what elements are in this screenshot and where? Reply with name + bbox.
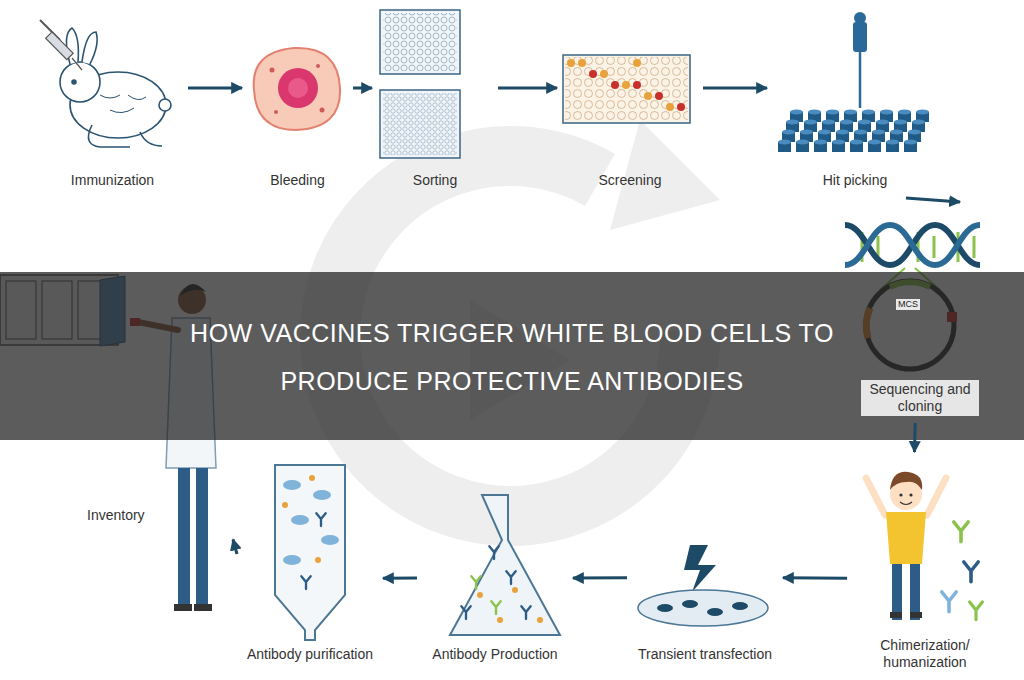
flow-arrow (233, 540, 237, 555)
label-group: Bleeding (245, 172, 350, 189)
process-step: Hit picking (770, 5, 940, 195)
picker-needle (853, 12, 867, 108)
step-label: Antibody purification (247, 646, 373, 663)
dna-helix (845, 225, 980, 265)
flow-arrow (353, 86, 372, 89)
process-step: Screening (560, 15, 700, 195)
syringe (40, 20, 82, 70)
flow-arrow (913, 423, 917, 452)
step-label: Screening (598, 172, 661, 189)
tube-array (778, 110, 929, 153)
step-label: Inventory (87, 507, 145, 524)
label-group: Inventory (87, 507, 145, 524)
child-figure (866, 472, 982, 620)
flow-arrow (783, 576, 847, 579)
flow-arrow (498, 86, 557, 89)
step-label: Sorting (413, 172, 457, 189)
process-step: Sorting (375, 5, 495, 195)
rabbit (60, 28, 171, 147)
step-label: Hit picking (823, 172, 888, 189)
process-step: Bleeding (245, 15, 350, 195)
process-step: Transient transfection (630, 530, 780, 675)
label-group: Antibody purification (240, 646, 380, 663)
screening-plate (563, 55, 690, 123)
flow-arrow (188, 86, 242, 89)
label-group: Sorting (375, 172, 495, 189)
label-group: Chimerization/ humanization (850, 637, 1000, 671)
label-group: Screening (560, 172, 700, 189)
culture-dish (638, 545, 768, 626)
title-band (0, 272, 1024, 440)
process-step: Antibody purification (240, 455, 380, 675)
step-label: Chimerization/ humanization (865, 637, 985, 671)
sorting-plates (380, 10, 460, 158)
process-step: Sequencing and cloning (840, 205, 1000, 420)
flask (450, 495, 560, 635)
part-label: MCS (896, 299, 920, 310)
label-group: Sequencing and cloning (840, 380, 1000, 416)
process-step: Immunization (40, 15, 185, 195)
banner-title: HOW VACCINES TRIGGER WHITE BLOOD CELLS T… (177, 309, 847, 405)
flow-arrow (383, 577, 417, 580)
purification-column (275, 465, 345, 640)
flow-arrow (703, 86, 767, 89)
process-step: Chimerization/ humanization (850, 455, 1000, 675)
step-label: Sequencing and cloning (861, 380, 979, 416)
flow-arrow (906, 198, 960, 202)
process-step: Antibody Production (420, 470, 570, 675)
step-label: Transient transfection (638, 646, 772, 663)
blood-cell (254, 48, 340, 130)
flow-arrow (573, 576, 627, 579)
step-label: Bleeding (270, 172, 325, 189)
step-label: Antibody Production (432, 646, 557, 663)
label-group: Immunization (40, 172, 185, 189)
label-group: Hit picking (770, 172, 940, 189)
step-label: Immunization (71, 172, 154, 189)
label-group: Transient transfection (630, 646, 780, 663)
label-group: Antibody Production (420, 646, 570, 663)
